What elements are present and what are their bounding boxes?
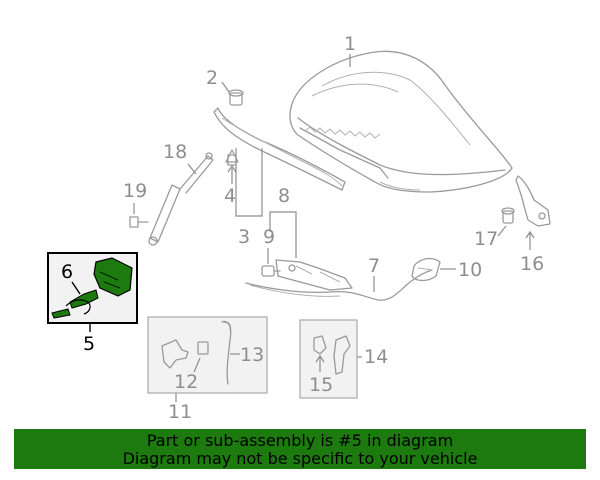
bolt-part-5	[51, 308, 71, 319]
callout-16: 16	[520, 253, 544, 275]
callout-13: 13	[240, 344, 264, 366]
callout-18: 18	[163, 141, 187, 163]
spring-part-6	[69, 289, 99, 309]
leader-17	[497, 225, 507, 237]
banner-line-2: Diagram may not be specific to your vehi…	[122, 449, 478, 468]
sub-assembly-box-11	[147, 316, 268, 394]
callout-6: 6	[61, 261, 73, 283]
seal-strip-part-3	[213, 107, 346, 191]
callout-8: 8	[278, 185, 290, 207]
highlight-box-5	[47, 252, 138, 324]
callout-15: 15	[309, 374, 333, 396]
leader-18	[187, 163, 197, 175]
callout-5: 5	[83, 333, 95, 355]
hood-panel	[289, 50, 513, 193]
bumper-part-17	[501, 207, 515, 224]
leader-12	[193, 357, 201, 373]
leader-15-arrow	[315, 354, 325, 363]
leader-6	[71, 281, 81, 295]
bracket-part-11	[161, 339, 189, 369]
callout-7: 7	[368, 255, 380, 277]
bumper-part-9	[261, 265, 281, 277]
callout-14: 14	[364, 346, 388, 368]
leader-8	[269, 211, 297, 258]
leader-2	[221, 81, 230, 93]
banner-line-1: Part or sub-assembly is #5 in diagram	[146, 431, 454, 450]
callout-2: 2	[206, 67, 218, 89]
callout-19: 19	[123, 180, 147, 202]
hood-latch-part-8	[275, 259, 353, 291]
callout-11: 11	[168, 401, 192, 423]
callout-10: 10	[458, 259, 482, 281]
callout-1: 1	[344, 33, 356, 55]
clip-part-12	[197, 341, 209, 355]
lift-support-part-18	[148, 152, 214, 246]
leader-3	[235, 148, 263, 217]
hinge-part-16	[515, 175, 551, 227]
callout-17: 17	[474, 228, 498, 250]
release-cable-part-7	[245, 269, 433, 301]
callout-12: 12	[174, 371, 198, 393]
latch-housing-part-5	[93, 257, 133, 297]
sub-assembly-box-14	[299, 319, 358, 399]
leader-16-arrow	[525, 230, 535, 239]
release-handle-part-10	[411, 257, 441, 282]
bolt-part-19	[129, 216, 149, 228]
callout-3: 3	[238, 226, 250, 248]
callout-9: 9	[263, 226, 275, 248]
leader-4-arrow	[227, 164, 237, 173]
grommet-part-2	[228, 89, 244, 106]
bracket-part-14	[333, 335, 351, 375]
callout-4: 4	[224, 185, 236, 207]
bracket-part-15	[313, 335, 327, 355]
info-banner: Part or sub-assembly is #5 in diagram Di…	[14, 429, 586, 469]
